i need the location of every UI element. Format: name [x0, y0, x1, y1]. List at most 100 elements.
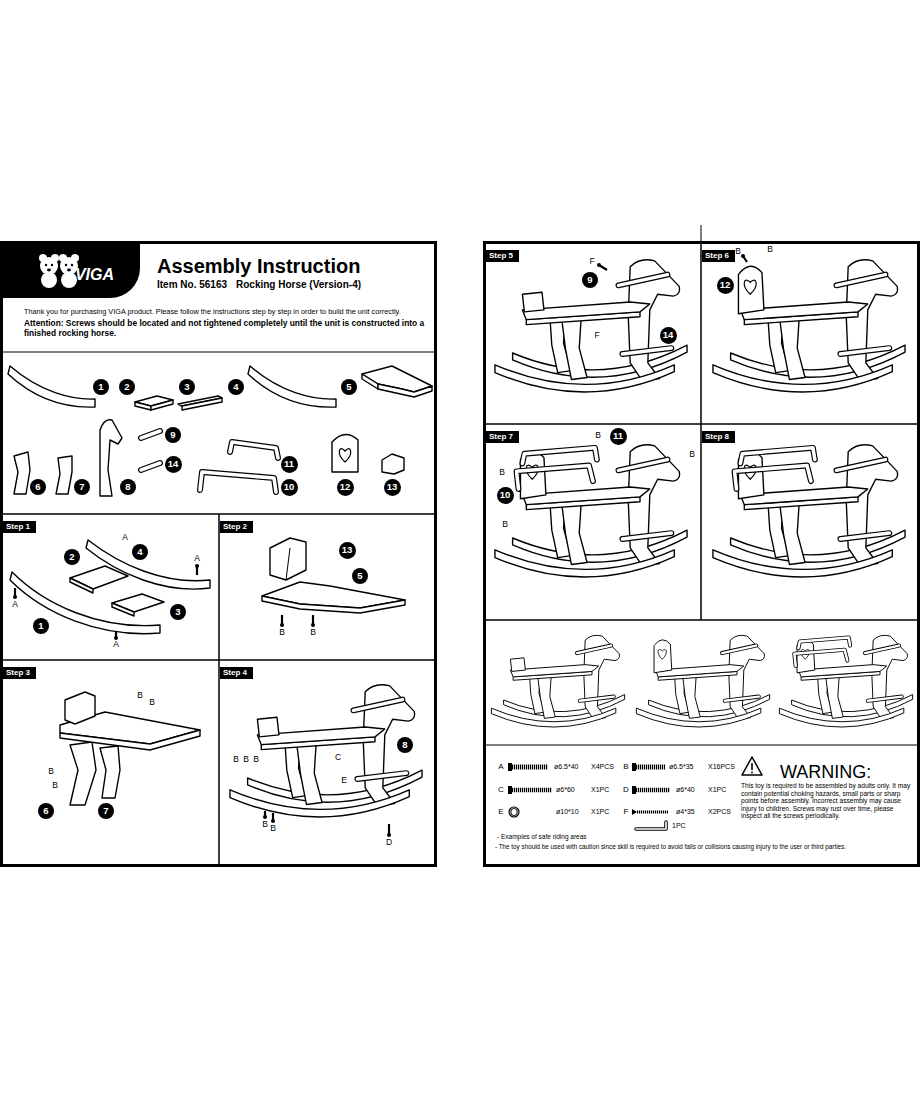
hardware-letter: A: [498, 762, 503, 771]
screw: [271, 819, 275, 823]
parts-list: [332, 434, 358, 472]
warning-symbol: [742, 757, 762, 775]
callout-text: 4: [233, 382, 238, 392]
page-frame: [701, 225, 702, 241]
intro-text: Thank you for purchasing VIGA product. P…: [24, 308, 401, 316]
screw-letter: B: [262, 820, 268, 830]
parts-list: [135, 402, 151, 410]
hardware-letter: F: [624, 807, 629, 816]
parts-list: [230, 442, 278, 458]
screw-letter: B: [502, 520, 508, 530]
bear-logo: [39, 254, 59, 288]
callout-number: 6: [30, 479, 46, 495]
screw: [195, 564, 199, 568]
step-heading: Step 4: [220, 667, 253, 679]
step2-drawing: [262, 538, 405, 613]
page-frame: [0, 659, 436, 661]
step8-drawing: [713, 445, 905, 577]
title: Assembly Instruction: [157, 255, 360, 278]
step7-drawing: [495, 445, 687, 577]
page-frame: [0, 352, 436, 353]
callout-number: 9: [582, 272, 598, 288]
step-panel: Step 4 8: [220, 661, 435, 865]
step4-drawing: [230, 685, 422, 817]
hardware-icons: [508, 763, 670, 829]
hardware-icons: [636, 822, 666, 829]
hardware-spec: X16PCS: [708, 763, 735, 771]
callout-number: 2: [64, 549, 80, 565]
step6-drawing: [713, 260, 905, 392]
item-number: Item No. 56163: [157, 279, 227, 291]
warning-text: This toy is required to be assembled by …: [741, 782, 915, 820]
step3-drawing: [60, 692, 200, 805]
hardware-icons: [512, 788, 552, 793]
page-frame: [0, 225, 919, 866]
callout-text: 2: [124, 382, 129, 392]
safety-note: - Examples of safe riding areas: [497, 833, 587, 840]
screw-letter: B: [52, 781, 58, 791]
screw-letter: B: [149, 698, 155, 708]
parts-list: [141, 463, 160, 470]
screw: [263, 815, 267, 819]
step-heading: Step 5: [486, 250, 519, 262]
step-panel: Step 5 9 14: [486, 244, 701, 424]
hardware-spec: X4PCS: [591, 763, 614, 771]
screw-letter: B: [279, 628, 285, 638]
hardware-icons: [508, 763, 512, 771]
callout-number: 13: [384, 479, 401, 496]
callout-text: 3: [184, 382, 189, 392]
screw-letter: B: [595, 431, 601, 441]
step-heading: Step 6: [702, 250, 735, 262]
screw-letter: B: [270, 824, 276, 834]
parts-list: [8, 366, 95, 407]
callout-number: 12: [717, 277, 734, 294]
step-panel: Step 7 11 10: [486, 425, 701, 620]
screw-letter: B: [767, 245, 773, 255]
screw: [280, 623, 284, 627]
parts-list: [339, 449, 350, 462]
screw: [311, 623, 315, 627]
callout-text: 7: [103, 806, 108, 816]
parts-list: [151, 400, 173, 410]
callout-text: 12: [340, 482, 351, 492]
callout-text: 6: [35, 482, 40, 492]
screw: [597, 263, 601, 267]
step5-drawing: [495, 260, 687, 392]
callout-number: 10: [497, 487, 514, 504]
step-heading: Step 7: [486, 431, 519, 443]
callout-text: 6: [43, 806, 48, 816]
callout-number: 1: [33, 618, 49, 634]
step-panel: Step 367: [3, 661, 219, 865]
callout-text: 12: [720, 280, 731, 290]
finished-variants: [491, 635, 912, 727]
finished-variants: [636, 635, 769, 727]
step1-drawing: [70, 578, 93, 593]
parts-list: [141, 431, 160, 438]
callout-text: 13: [342, 545, 353, 555]
page-frame: [218, 514, 220, 866]
step-panel: Step 12413: [3, 515, 219, 660]
screw-letter: F: [589, 257, 594, 267]
parts-list: [248, 366, 336, 407]
parts-list: [100, 420, 122, 496]
screw-letter: A: [113, 640, 119, 650]
callout-number: 2: [119, 379, 135, 395]
parts-list: [230, 442, 278, 458]
screw-letter: B: [689, 450, 695, 460]
callout-number: 8: [120, 479, 136, 495]
step6-drawing: [738, 266, 763, 314]
hardware-spec: ø6.5*35: [669, 763, 694, 771]
callout-text: 5: [357, 571, 362, 581]
hardware-icons: [636, 788, 670, 793]
parts-list: [8, 366, 432, 496]
attention-note: Attention: Screws should be located and …: [24, 319, 432, 338]
callout-number: 13: [339, 542, 356, 559]
parts-list: [382, 454, 404, 474]
callout-text: 11: [613, 431, 623, 441]
callout-number: 8: [397, 737, 413, 753]
callout-number: 11: [281, 456, 298, 473]
step-heading: Step 1: [3, 521, 36, 533]
hardware-icons: [511, 808, 517, 816]
callout-number: 14: [660, 327, 677, 344]
